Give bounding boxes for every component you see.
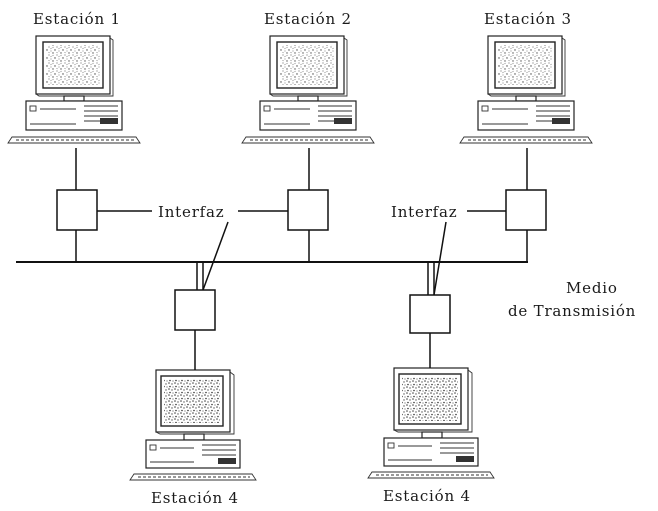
interface-box-station-4-right xyxy=(409,294,451,334)
interface-box-station-2 xyxy=(287,189,329,231)
interface-box-station-4-left xyxy=(174,289,216,331)
workstation-3-computer xyxy=(459,35,593,144)
interface-label-left: Interfaz xyxy=(158,203,224,221)
interface-label-right: Interfaz xyxy=(391,203,457,221)
station-4-right-label: Estación 4 xyxy=(383,487,471,505)
station-3-label: Estación 3 xyxy=(484,10,572,28)
interface-leader-right-to-station-4 xyxy=(433,221,447,296)
medium-label-line-1: Medio xyxy=(566,279,618,297)
medium-label-line-2: de Transmisión xyxy=(508,302,636,320)
workstation-1-computer xyxy=(7,35,141,144)
workstation-4-right-computer xyxy=(367,367,495,479)
interface-box-station-3 xyxy=(505,189,547,231)
station-1-label: Estación 1 xyxy=(33,10,121,28)
station-4-left-label: Estación 4 xyxy=(151,489,239,507)
interface-box-station-1 xyxy=(56,189,98,231)
workstation-4-left-computer xyxy=(129,369,257,481)
workstation-2-computer xyxy=(241,35,375,144)
interface-leader-left-to-station-4 xyxy=(202,221,229,291)
station-2-label: Estación 2 xyxy=(264,10,352,28)
